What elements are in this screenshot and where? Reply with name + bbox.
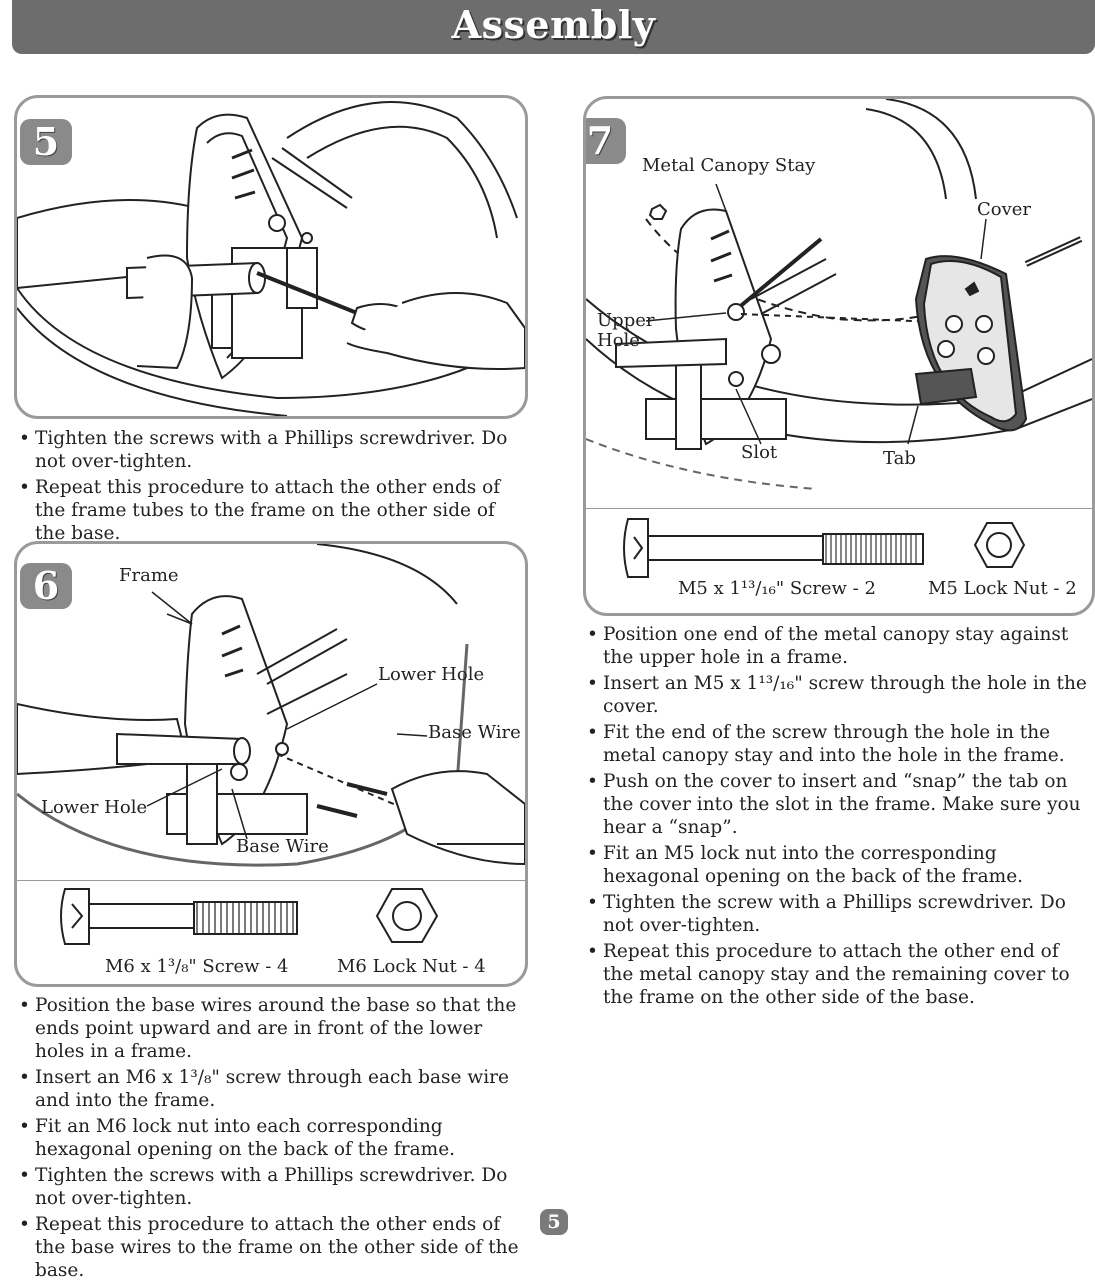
label-base-wire-bottom: Base Wire	[236, 836, 329, 857]
step-7-bullet-2: Insert an M5 x 1¹³/₁₆" screw through the…	[585, 672, 1090, 718]
step-7-bullet-7: Repeat this procedure to attach the othe…	[585, 940, 1090, 1009]
step-7-bullet-5: Fit an M5 lock nut into the correspondin…	[585, 842, 1090, 888]
step-7-number: 7	[586, 118, 626, 164]
label-slot: Slot	[741, 442, 778, 463]
label-upper-hole-line-2: Hole	[597, 330, 640, 351]
hardware-m5-screw-label: M5 x 1¹³/₁₆" Screw - 2	[678, 578, 876, 599]
step-7-illustration	[586, 99, 1092, 490]
label-base-wire-right: Base Wire	[428, 722, 521, 743]
step-6-illustration	[17, 544, 525, 867]
step-6-instructions: Position the base wires around the base …	[17, 994, 527, 1285]
step-7-bullet-3: Fit the end of the screw through the hol…	[585, 721, 1090, 767]
step-5-bullet-2: Repeat this procedure to attach the othe…	[17, 476, 527, 545]
step-5-illustration	[17, 101, 525, 416]
label-cover: Cover	[977, 199, 1032, 220]
step-5-panel: 5	[14, 95, 528, 419]
step-6-hardware-divider	[17, 880, 525, 881]
hardware-m5-nut-label: M5 Lock Nut - 2	[928, 578, 1077, 599]
step-7-bullet-4: Push on the cover to insert and “snap” t…	[585, 770, 1090, 839]
step-6-hardware-art	[60, 888, 439, 945]
label-metal-canopy-stay: Metal Canopy Stay	[642, 155, 816, 176]
step-7-hardware-divider	[586, 508, 1092, 509]
step-7-instructions: Position one end of the metal canopy sta…	[585, 623, 1090, 1012]
page-title: Assembly	[451, 2, 656, 47]
label-tab: Tab	[883, 448, 916, 469]
step-6-bullet-2: Insert an M6 x 1³/₈" screw through each …	[17, 1066, 527, 1112]
label-lower-hole-left: Lower Hole	[41, 797, 148, 818]
page-number-badge: 5	[540, 1209, 568, 1235]
step-5-bullet-1: Tighten the screws with a Phillips screw…	[17, 427, 527, 473]
step-7-panel: 7 Metal Canopy Stay Cover Upper Hole Slo…	[583, 96, 1095, 616]
page-header: Assembly	[12, 0, 1095, 54]
label-lower-hole-right: Lower Hole	[378, 664, 485, 685]
step-7-hardware-art	[623, 518, 1026, 578]
step-6-number: 6	[20, 563, 72, 609]
step-7-bullet-1: Position one end of the metal canopy sta…	[585, 623, 1090, 669]
hardware-m6-nut-label: M6 Lock Nut - 4	[337, 956, 486, 977]
step-5-instructions: Tighten the screws with a Phillips screw…	[17, 427, 527, 548]
label-frame: Frame	[119, 565, 179, 586]
hardware-m6-screw-label: M6 x 1³/₈" Screw - 4	[105, 956, 289, 977]
step-6-bullet-3: Fit an M6 lock nut into each correspondi…	[17, 1115, 527, 1161]
step-7-bullet-6: Tighten the screw with a Phillips screwd…	[585, 891, 1090, 937]
step-6-bullet-1: Position the base wires around the base …	[17, 994, 527, 1063]
step-6-bullet-5: Repeat this procedure to attach the othe…	[17, 1213, 527, 1282]
step-5-number: 5	[20, 119, 72, 165]
label-upper-hole-line-1: Upper	[597, 310, 655, 331]
step-6-panel: 6 Frame Lower Hole Base Wire Lower Hole …	[14, 541, 528, 987]
step-6-bullet-4: Tighten the screws with a Phillips screw…	[17, 1164, 527, 1210]
